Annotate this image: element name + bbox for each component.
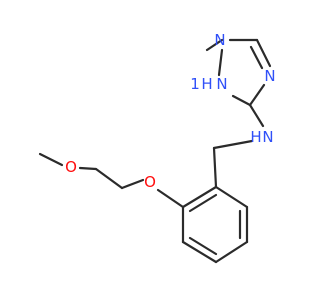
atom-nh-amine-h: H (250, 128, 261, 146)
atom-n-triazole-1: N (214, 31, 225, 49)
bond-n2-n1-double (205, 38, 224, 52)
bond-ch2-ar (212, 146, 218, 189)
bond-omethoxy-ch3 (38, 152, 64, 167)
bond-c3-nh (248, 103, 265, 128)
bond-ar6-ar1 (181, 185, 218, 209)
bond-ch2a-ch2b (94, 167, 124, 190)
structure-canvas: N N H 1 N H N O O (38, 31, 276, 264)
atom-nh-triazole-h-index: 1 (190, 75, 200, 93)
atom-o-methoxy: O (65, 158, 77, 176)
atom-nh-amine: H N (250, 128, 273, 146)
bond-c5-n4-double (249, 45, 264, 70)
bond-ar6-o (156, 188, 185, 209)
atom-nh-triazole-h: H (201, 75, 212, 93)
atom-nh-triazole: H 1 N (190, 75, 227, 93)
bond-ar4-ar5 (181, 240, 218, 264)
bond-ar1-ar2 (214, 185, 249, 209)
bond-nh-ch2 (212, 139, 254, 150)
bond-n2h-n1 (217, 48, 224, 77)
atom-n-triazole-2: N (264, 67, 275, 85)
atom-nh-triazole-n: N (216, 75, 227, 93)
bond-ar4-ar5-inner (188, 236, 218, 256)
atom-nh-amine-n: N (262, 128, 273, 146)
bond-o-ch2a (120, 178, 145, 190)
atom-o-ether: O (144, 173, 156, 191)
molecule-diagram: N N H 1 N H N O O (38, 31, 276, 264)
bond-c5-n4 (255, 38, 272, 68)
bond-ar3-ar4 (214, 240, 249, 264)
bond-n4-c3 (248, 83, 266, 107)
bond-ar6-ar1-inner (188, 193, 218, 213)
bond-c3-n2h (231, 94, 252, 107)
bond-ch2b-omethoxy (78, 166, 98, 171)
